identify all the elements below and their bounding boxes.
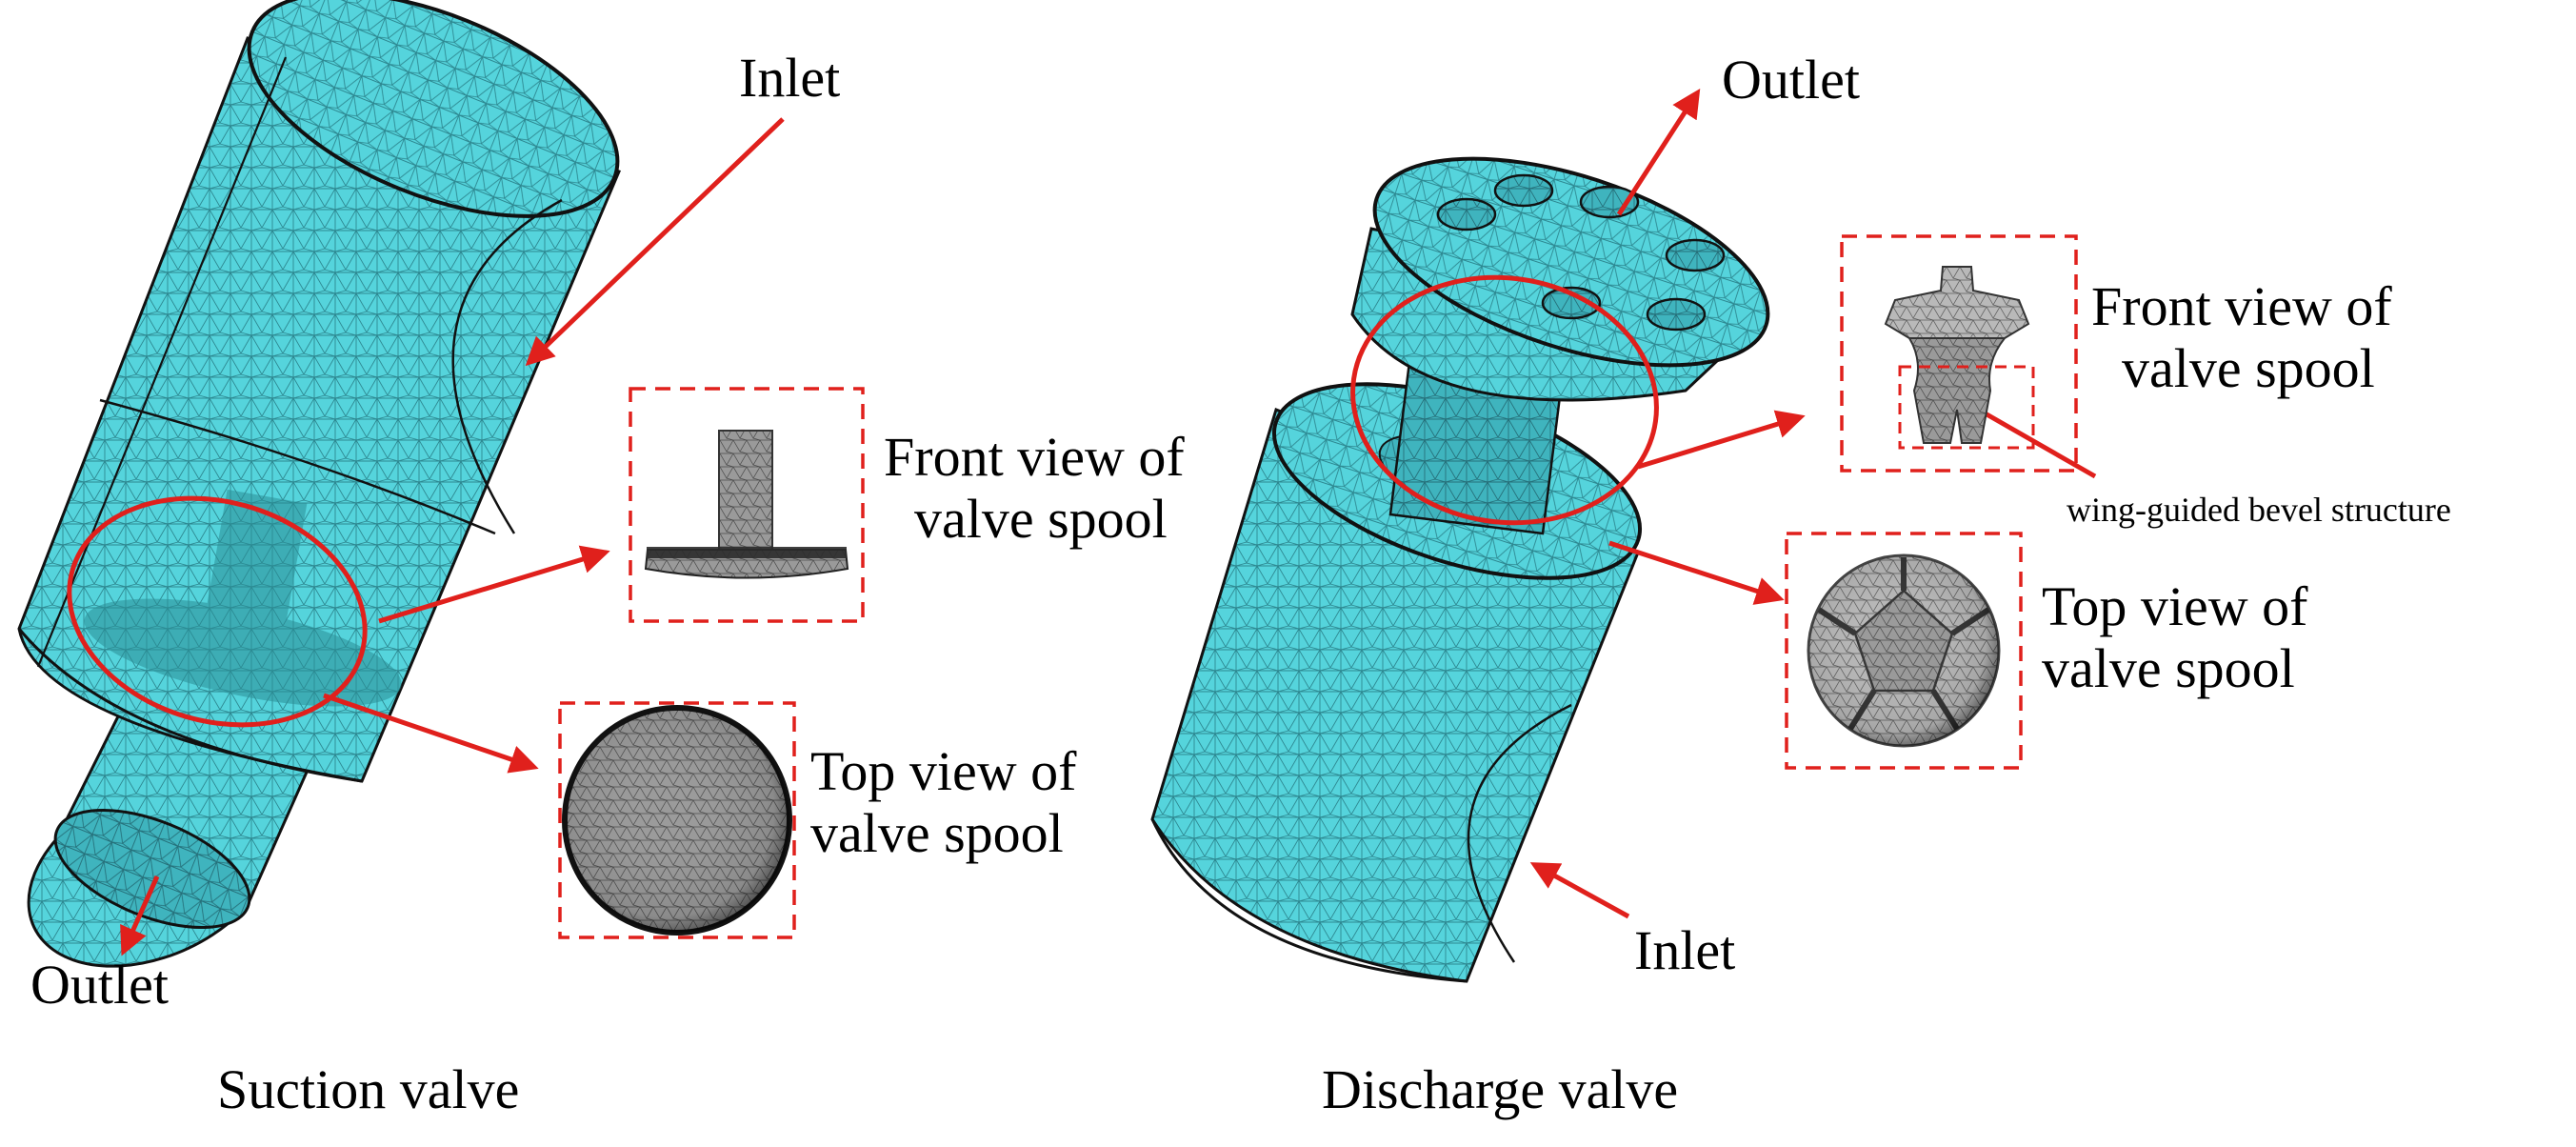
discharge-outlet-cap — [1350, 156, 1770, 402]
discharge-front-view-panel — [1840, 234, 2078, 473]
discharge-front-view-line1: Front view of — [2091, 275, 2392, 337]
discharge-outlet-label: Outlet — [1722, 49, 1860, 111]
suction-front-view-line2: valve spool — [914, 487, 1168, 550]
suction-valve-model — [17, 0, 621, 968]
discharge-inlet-label: Inlet — [1634, 919, 1736, 981]
suction-inner-spool — [84, 489, 402, 707]
discharge-valve-model — [1150, 156, 1770, 983]
discharge-top-view-line2: valve spool — [2042, 636, 2295, 699]
discharge-valve-caption: Discharge valve — [1322, 1058, 1679, 1120]
discharge-top-view-panel — [1785, 532, 2023, 770]
suction-main-cylinder — [17, 0, 621, 783]
discharge-highlight-ellipse — [1350, 274, 1659, 526]
suction-highlight-ellipse — [67, 495, 368, 728]
suction-annotation-arrows — [120, 117, 785, 956]
discharge-wing-label: wing-guided bevel structure — [2067, 491, 2451, 529]
discharge-top-view-label: Top view of valve spool — [2042, 575, 2308, 700]
suction-valve-caption: Suction valve — [217, 1058, 520, 1120]
discharge-front-view-line2: valve spool — [2122, 336, 2375, 399]
suction-inlet-label: Inlet — [739, 47, 841, 109]
suction-front-view-line1: Front view of — [884, 426, 1185, 488]
suction-top-view-line1: Top view of — [810, 740, 1077, 802]
suction-top-view-panel — [558, 701, 796, 939]
discharge-top-view-line1: Top view of — [2042, 575, 2308, 637]
suction-front-view-label: Front view of valve spool — [884, 426, 1185, 551]
suction-front-view-panel — [629, 387, 865, 623]
suction-top-view-line2: valve spool — [810, 801, 1064, 864]
suction-outlet-label: Outlet — [30, 954, 169, 1016]
discharge-front-view-label: Front view of valve spool — [2091, 275, 2392, 400]
suction-top-view-label: Top view of valve spool — [810, 740, 1077, 865]
